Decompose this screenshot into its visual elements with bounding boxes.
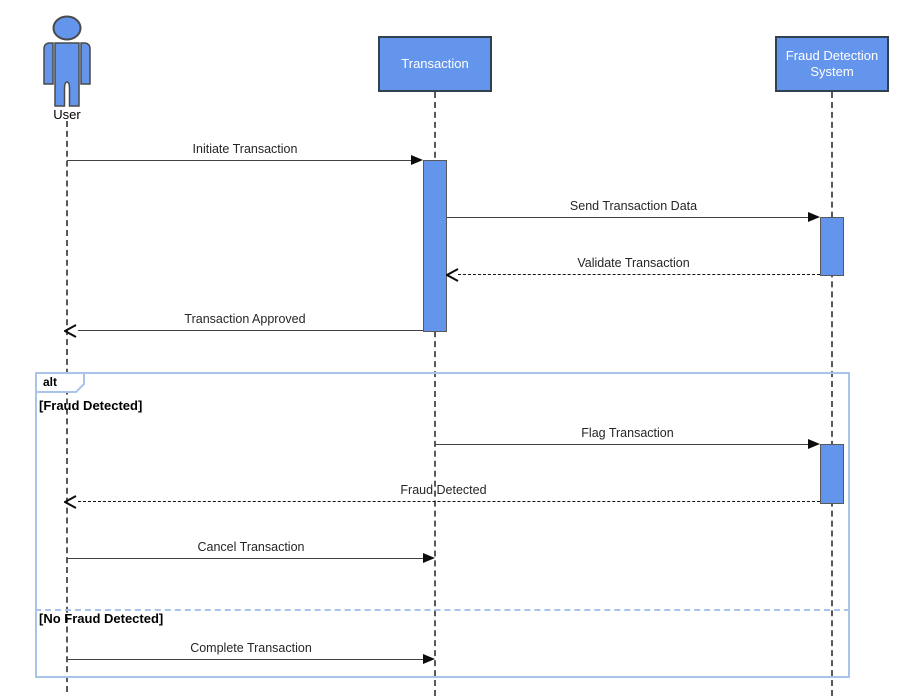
message-label: Initiate Transaction bbox=[192, 142, 298, 156]
message-line bbox=[458, 274, 820, 275]
message-label: Flag Transaction bbox=[581, 426, 674, 440]
activation-fraud-system-2 bbox=[820, 444, 844, 504]
message-label: Validate Transaction bbox=[577, 256, 690, 270]
message-line bbox=[67, 160, 412, 161]
message-label: Cancel Transaction bbox=[197, 540, 305, 554]
message-label: Fraud Detected bbox=[400, 483, 487, 497]
message-label: Send Transaction Data bbox=[569, 199, 698, 213]
lifeline-fraud-system bbox=[831, 92, 833, 696]
actor-user-label: User bbox=[53, 107, 81, 122]
message-label: Transaction Approved bbox=[184, 312, 306, 326]
arrowhead-open-icon bbox=[446, 268, 459, 282]
arrowhead-open-icon bbox=[64, 495, 77, 509]
arrowhead-filled-icon bbox=[808, 212, 820, 222]
message-line bbox=[78, 501, 820, 502]
lifeline-head-fraud-system: Fraud Detection System bbox=[775, 36, 889, 92]
alt-fragment-tab bbox=[35, 372, 85, 393]
message-line bbox=[435, 444, 809, 445]
message-line bbox=[67, 558, 424, 559]
message-label: Complete Transaction bbox=[190, 641, 312, 655]
guard-no-fraud-detected: [No Fraud Detected] bbox=[39, 611, 164, 626]
guard-fraud-detected: [Fraud Detected] bbox=[39, 398, 143, 413]
message-line bbox=[78, 330, 423, 331]
activation-transaction bbox=[423, 160, 447, 332]
alt-divider bbox=[35, 609, 850, 611]
arrowhead-filled-icon bbox=[411, 155, 423, 165]
arrowhead-filled-icon bbox=[808, 439, 820, 449]
lifeline-head-transaction: Transaction bbox=[378, 36, 492, 92]
message-line bbox=[447, 217, 809, 218]
lifeline-head-transaction-label: Transaction bbox=[401, 55, 469, 71]
message-line bbox=[67, 659, 424, 660]
arrowhead-filled-icon bbox=[423, 553, 435, 563]
arrowhead-filled-icon bbox=[423, 654, 435, 664]
lifeline-transaction bbox=[434, 92, 436, 696]
alt-operator-label: alt bbox=[43, 375, 58, 389]
lifeline-user bbox=[66, 121, 68, 692]
activation-fraud-system-1 bbox=[820, 217, 844, 276]
actor-user: User bbox=[38, 15, 96, 122]
alt-fragment: alt [Fraud Detected] [No Fraud Detected] bbox=[35, 372, 850, 678]
lifeline-head-fraud-system-label: Fraud Detection System bbox=[785, 47, 879, 79]
arrowhead-open-icon bbox=[64, 324, 77, 338]
person-icon bbox=[43, 15, 91, 107]
